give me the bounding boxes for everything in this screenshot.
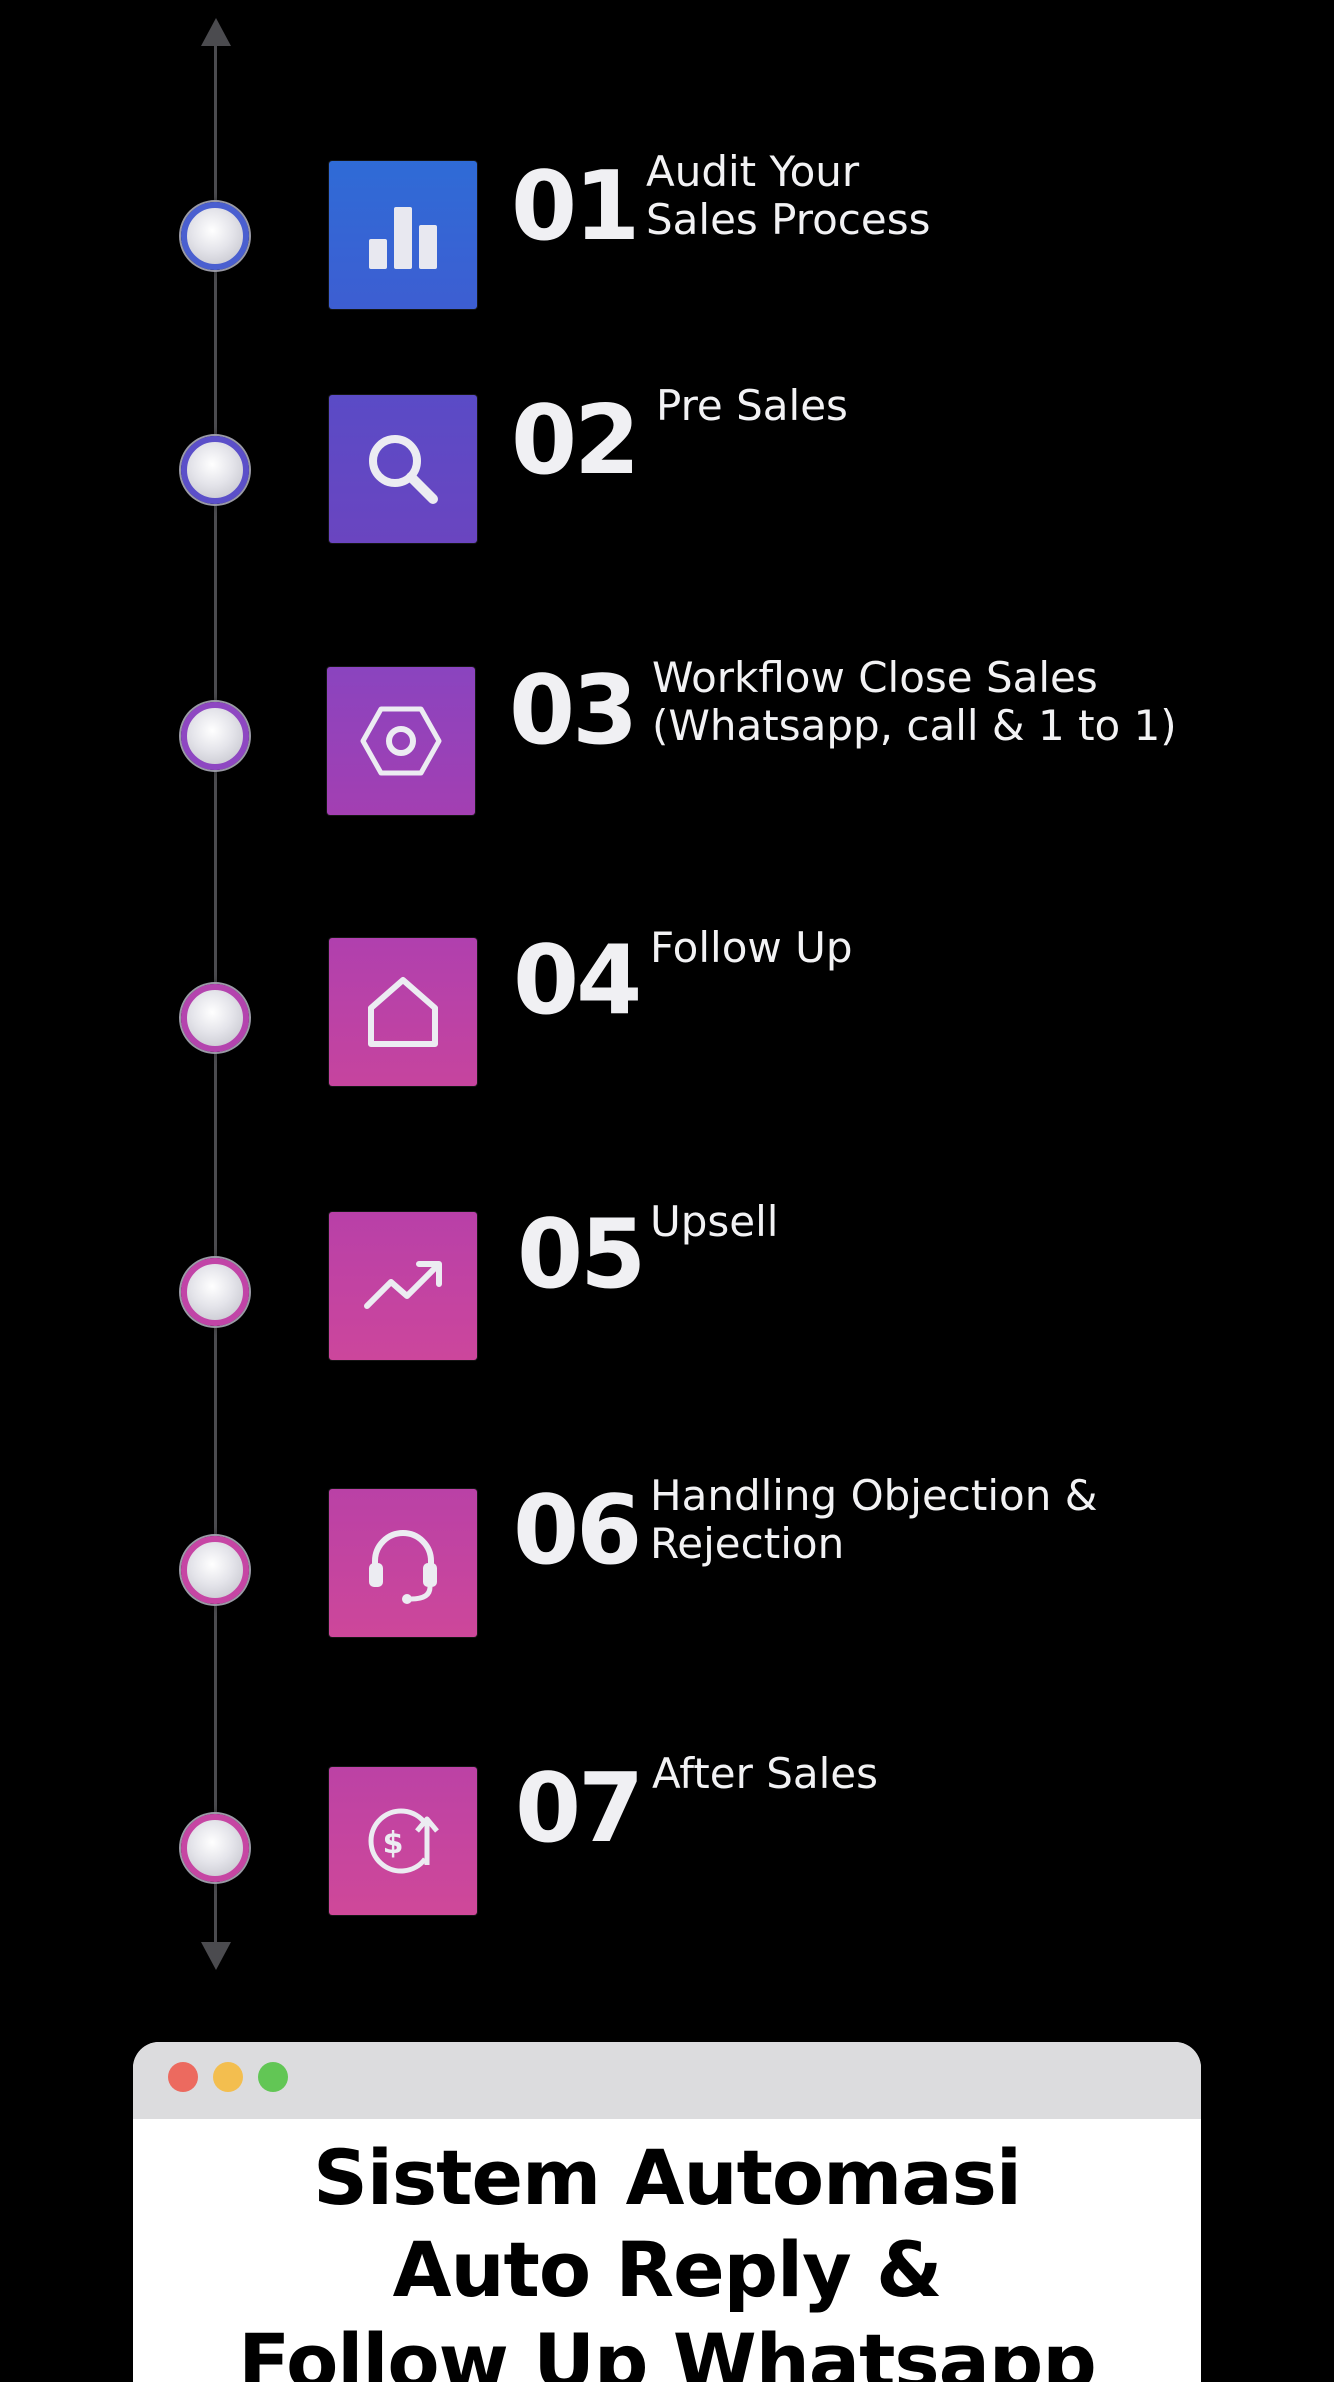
dollar-up-icon: $ xyxy=(368,1808,439,1874)
step-icon-tile: $ xyxy=(329,1767,477,1915)
step-title: Upsell xyxy=(650,1197,779,1246)
window-titlebar xyxy=(133,2042,1201,2119)
step-icon-tile xyxy=(329,1489,477,1637)
close-window-button[interactable] xyxy=(168,2062,198,2092)
search-icon xyxy=(369,435,438,504)
step-number: 01 xyxy=(511,152,640,262)
step-number: 03 xyxy=(509,656,638,766)
timeline-step-07: $ 07 After Sales xyxy=(0,1750,1334,1915)
step-icon-tile xyxy=(329,161,477,309)
maximize-window-button[interactable] xyxy=(258,2062,288,2092)
timeline-step-05: 05 Upsell xyxy=(0,1198,1334,1360)
timeline-dot xyxy=(181,984,249,1052)
timeline-step-02: 02 Pre Sales xyxy=(0,382,1334,544)
svg-text:$: $ xyxy=(383,1826,404,1861)
step-title: Audit Your Sales Process xyxy=(646,147,931,244)
timeline-dot xyxy=(181,1814,249,1882)
hexagon-settings-icon xyxy=(360,706,442,776)
timeline-arrow-down-icon xyxy=(201,1942,231,1970)
window-heading-line-2: Auto Reply & xyxy=(392,2225,943,2314)
step-title: After Sales xyxy=(652,1749,878,1798)
timeline-step-03: 03 Workflow Close Sales (Whatsapp, call … xyxy=(0,654,1334,815)
timeline-step-06: 06 Handling Objection & Rejection xyxy=(0,1472,1334,1637)
step-number: 06 xyxy=(513,1476,642,1586)
timeline-dot xyxy=(181,436,249,504)
home-icon xyxy=(368,977,438,1047)
step-title: Follow Up xyxy=(650,923,853,972)
trending-up-icon xyxy=(364,1261,442,1309)
step-icon-tile xyxy=(329,938,477,1086)
timeline-step-04: 04 Follow Up xyxy=(0,924,1334,1086)
window-heading: Sistem Automasi Auto Reply & Follow Up W… xyxy=(133,2132,1201,2382)
step-icon-tile xyxy=(327,667,475,815)
bar-chart-icon xyxy=(369,207,437,269)
step-number: 07 xyxy=(515,1754,644,1864)
step-title: Workflow Close Sales (Whatsapp, call & 1… xyxy=(652,653,1177,750)
step-number: 04 xyxy=(513,926,642,1036)
timeline-dot xyxy=(181,1258,249,1326)
timeline-arrow-up-icon xyxy=(201,18,231,46)
step-title: Pre Sales xyxy=(656,381,848,430)
browser-window-card: Sistem Automasi Auto Reply & Follow Up W… xyxy=(133,2042,1201,2382)
window-heading-line-1: Sistem Automasi xyxy=(313,2133,1022,2222)
headset-icon xyxy=(369,1530,437,1604)
step-icon-tile xyxy=(329,395,477,543)
step-icon-tile xyxy=(329,1212,477,1360)
step-title: Handling Objection & Rejection xyxy=(650,1471,1098,1568)
window-heading-line-3: Follow Up Whatsapp xyxy=(238,2317,1096,2382)
step-number: 05 xyxy=(517,1200,646,1310)
timeline-dot xyxy=(181,702,249,770)
timeline-dot xyxy=(181,1536,249,1604)
step-number: 02 xyxy=(511,386,640,496)
minimize-window-button[interactable] xyxy=(213,2062,243,2092)
timeline-dot xyxy=(181,202,249,270)
timeline-step-01: 01 Audit Your Sales Process xyxy=(0,148,1334,310)
